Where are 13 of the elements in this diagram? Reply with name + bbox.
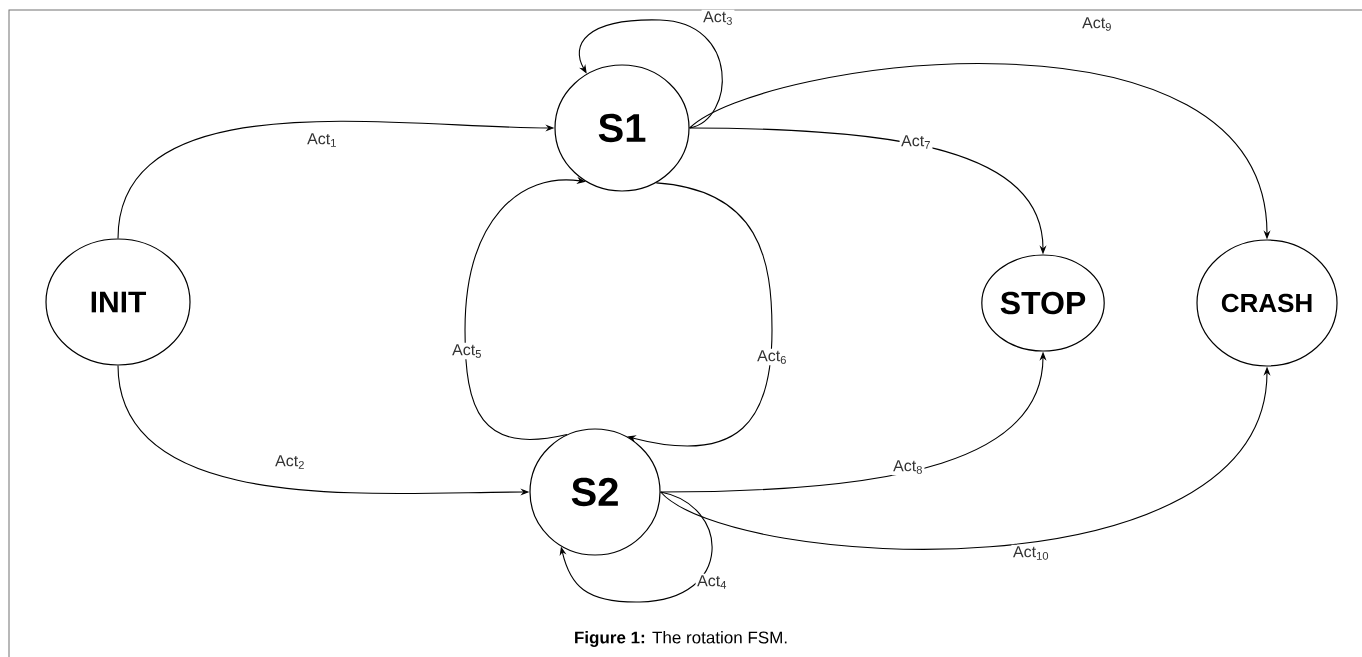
edge-label: Act$_{10}$ — [1011, 544, 1051, 562]
edge-label: Act$_{5}$ — [450, 342, 484, 360]
figure-caption: Figure 1: The rotation FSM. — [575, 631, 787, 647]
edge-label: Act$_{4}$ — [695, 573, 729, 591]
edge-label: Act$_{7}$ — [899, 133, 933, 151]
edge-label: Act$_{9}$ — [1080, 15, 1114, 33]
arrow — [559, 491, 713, 603]
edge-label: Act$_{2}$ — [273, 453, 307, 471]
arrow — [578, 19, 723, 129]
arrow — [627, 182, 773, 447]
edge-label: Act$_{6}$ — [755, 348, 789, 366]
edge-label: Act$_{1}$ — [305, 131, 339, 149]
edge-label: Act$_{8}$ — [891, 458, 925, 476]
